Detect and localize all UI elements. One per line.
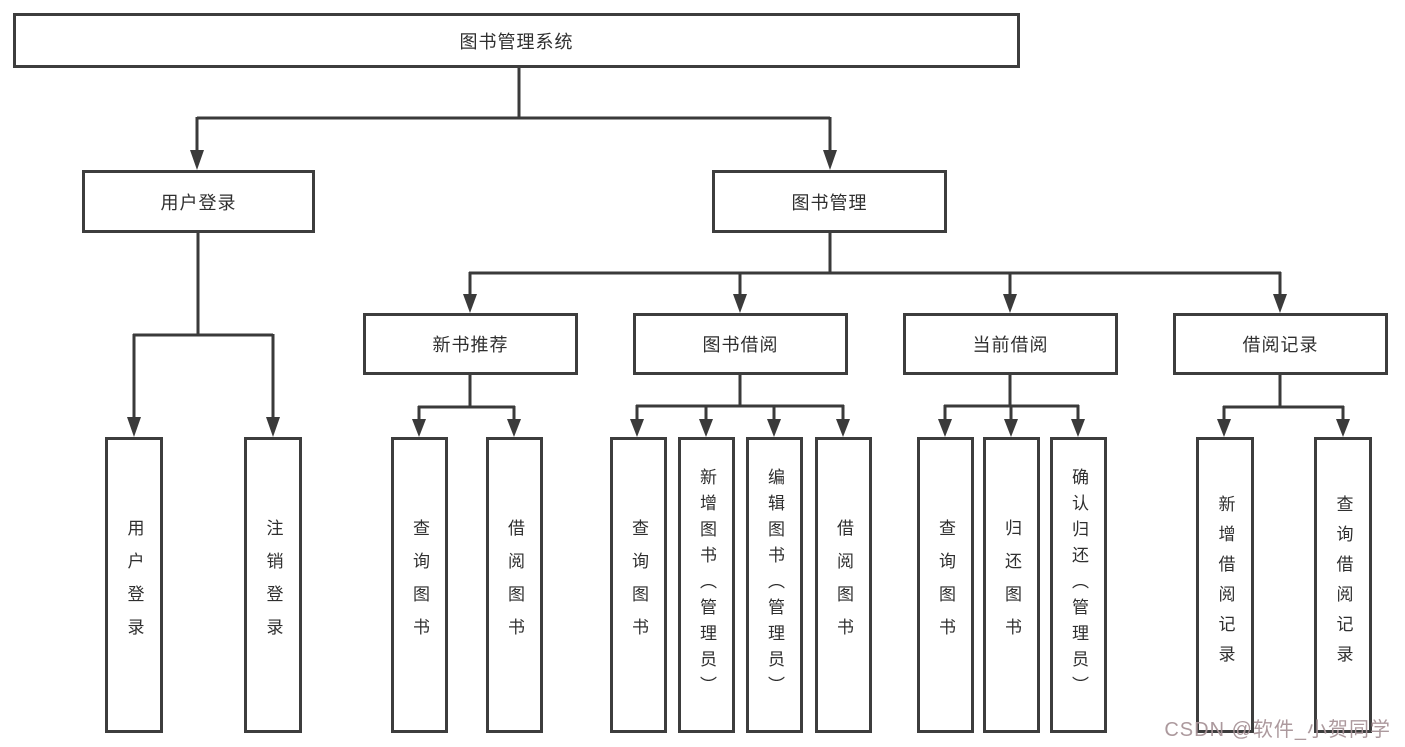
- leaf-confirm-return-admin: 确认归还（管理员）: [1050, 437, 1107, 733]
- node-user-login-label: 用户登录: [160, 192, 237, 213]
- node-book-borrowing: 图书借阅: [633, 313, 848, 375]
- leaf-borrow-books: 借阅图书: [815, 437, 872, 733]
- leaf-query-books-borrowing: 查询图书: [610, 437, 667, 733]
- node-current-borrowing-label: 当前借阅: [972, 335, 1049, 355]
- leaf-user-login: 用户登录: [105, 437, 163, 733]
- node-root-system-label: 图书管理系统: [459, 31, 574, 52]
- leaf-edit-books-admin: 编辑图书（管理员）: [746, 437, 803, 733]
- node-root-system: 图书管理系统: [13, 13, 1020, 68]
- arrowheads: [127, 150, 1350, 437]
- node-borrowing-records: 借阅记录: [1173, 313, 1388, 375]
- leaf-query-borrow-record: 查询借阅记录: [1314, 437, 1372, 733]
- leaf-query-books-recommend: 查询图书: [391, 437, 448, 733]
- leaf-borrow-books-recommend: 借阅图书: [486, 437, 543, 733]
- node-new-book-recommend-label: 新书推荐: [432, 335, 509, 355]
- leaf-logout: 注销登录: [244, 437, 302, 733]
- leaf-add-borrow-record: 新增借阅记录: [1196, 437, 1254, 733]
- leaf-return-books: 归还图书: [983, 437, 1040, 733]
- node-current-borrowing: 当前借阅: [903, 313, 1118, 375]
- node-book-management-label: 图书管理: [791, 192, 868, 213]
- leaf-query-books-current: 查询图书: [917, 437, 974, 733]
- node-book-borrowing-label: 图书借阅: [702, 335, 779, 355]
- node-user-login: 用户登录: [82, 170, 315, 233]
- node-book-management: 图书管理: [712, 170, 947, 233]
- csdn-watermark: CSDN @软件_小贺同学: [1164, 719, 1391, 741]
- node-borrowing-records-label: 借阅记录: [1242, 335, 1319, 355]
- node-new-book-recommend: 新书推荐: [363, 313, 578, 375]
- leaf-add-books-admin: 新增图书（管理员）: [678, 437, 735, 733]
